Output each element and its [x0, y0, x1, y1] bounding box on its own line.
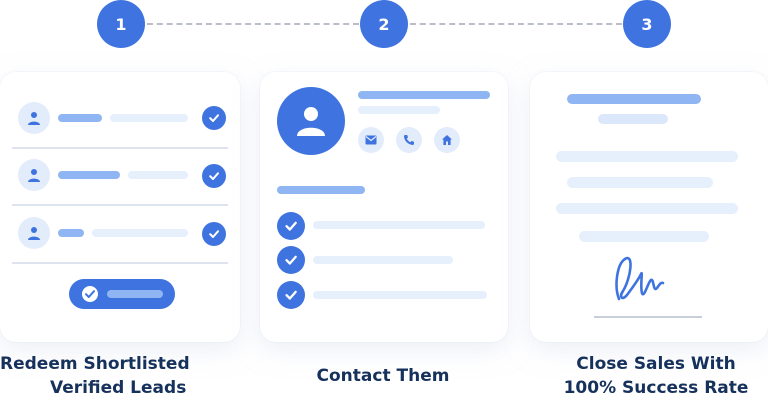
mail-icon[interactable]: [358, 127, 384, 153]
phone-icon[interactable]: [396, 127, 422, 153]
contact-name-bar: [358, 91, 490, 99]
contact-title-bar: [358, 106, 440, 114]
lead-verified-check-icon: [202, 106, 226, 130]
step-1-caption: Redeem Shortlisted Verified Leads: [0, 352, 200, 400]
contract-text-bar: [556, 151, 738, 162]
contact-avatar-icon: [277, 87, 345, 155]
contract-text-bar: [556, 203, 738, 214]
step-connector-2-3: [410, 23, 622, 25]
contact-item-bar: [313, 256, 453, 264]
lead-detail-bar: [128, 171, 188, 179]
contract-subtitle-bar: [598, 114, 668, 124]
redeem-button-label-bar: [107, 290, 163, 298]
lead-divider: [12, 147, 228, 149]
contact-check-icon: [277, 281, 305, 309]
contact-item-bar: [313, 221, 485, 229]
lead-avatar-icon: [18, 102, 50, 134]
step-2-caption: Contact Them: [288, 364, 478, 388]
signature-line: [594, 316, 702, 318]
lead-verified-check-icon: [202, 164, 226, 188]
step-connector-1-2: [147, 23, 359, 25]
lead-avatar-icon: [18, 159, 50, 191]
step-1-caption-line2: Verified Leads: [50, 378, 187, 398]
contract-text-bar: [579, 231, 709, 242]
contact-section-bar: [277, 186, 365, 194]
signature-icon: [615, 256, 665, 301]
contact-item-bar: [313, 291, 487, 299]
lead-detail-bar: [110, 114, 188, 122]
lead-name-bar: [58, 171, 120, 179]
step-3-caption-line1: Close Sales With: [576, 354, 736, 374]
contact-check-icon: [277, 246, 305, 274]
redeem-button[interactable]: [69, 279, 175, 309]
check-circle-icon: [82, 286, 98, 302]
lead-verified-check-icon: [202, 222, 226, 246]
lead-divider: [12, 262, 228, 264]
lead-name-bar: [58, 114, 102, 122]
lead-detail-bar: [92, 229, 188, 237]
contract-title-bar: [567, 94, 701, 104]
step-3-circle: 3: [623, 0, 671, 48]
step-2-circle: 2: [360, 0, 408, 48]
contract-text-bar: [567, 177, 713, 188]
step-1-circle: 1: [97, 0, 145, 48]
contact-check-icon: [277, 212, 305, 240]
lead-divider: [12, 204, 228, 206]
lead-name-bar: [58, 229, 84, 237]
lead-avatar-icon: [18, 217, 50, 249]
step-1-caption-line1: Redeem Shortlisted: [0, 354, 190, 374]
step-2-caption-line1: Contact Them: [316, 366, 450, 386]
contact-card: [260, 72, 508, 342]
step-3-caption-line2: 100% Success Rate: [563, 378, 749, 398]
contract-card: [530, 72, 768, 342]
home-icon[interactable]: [434, 127, 460, 153]
leads-card: [0, 72, 240, 342]
step-3-caption: Close Sales With 100% Success Rate: [548, 352, 764, 400]
